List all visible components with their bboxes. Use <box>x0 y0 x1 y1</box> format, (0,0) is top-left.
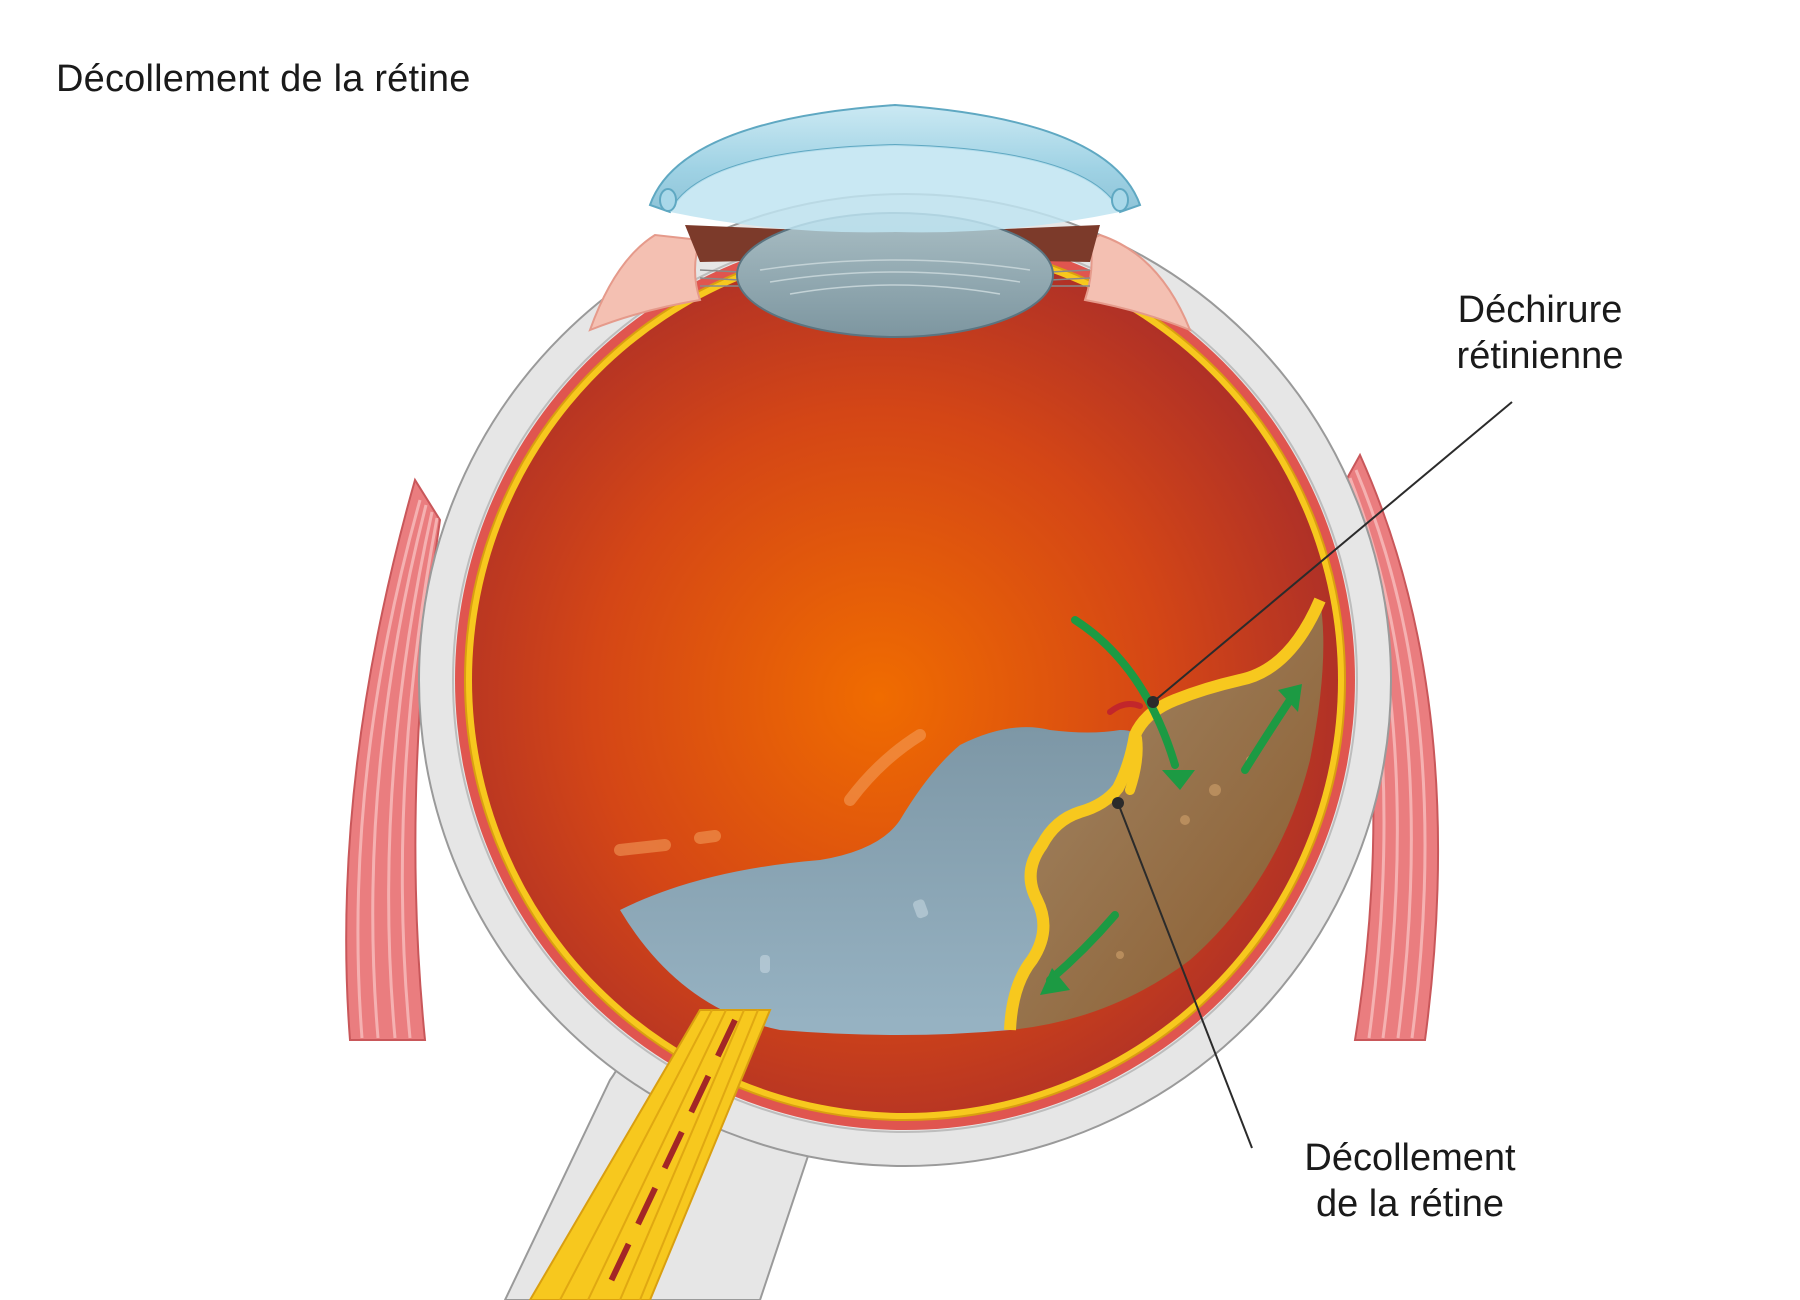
label-retinal-tear-line2: rétinienne <box>1457 335 1624 377</box>
optic-nerve-body <box>528 1009 772 1300</box>
fluid-flow-arrows <box>1046 616 1294 984</box>
leader-line-detachment <box>1117 802 1253 1149</box>
arrow-down-left <box>1046 911 1119 984</box>
retinal-tear-spot <box>1107 701 1143 715</box>
optic-nerve <box>528 1009 772 1300</box>
lens-lines <box>759 259 1031 295</box>
leader-dot-detachment <box>1112 797 1124 809</box>
arrow-head-into-tear <box>1162 770 1195 790</box>
leader-line-tear <box>1152 401 1513 703</box>
arrow-heads <box>1040 684 1302 995</box>
detached-retina-edge <box>1004 597 1326 1031</box>
label-retinal-detachment-line1: Décollement <box>1304 1137 1516 1179</box>
arrow-up-right <box>1241 696 1294 774</box>
ciliary-left <box>588 233 702 332</box>
optic-nerve-fibers <box>559 1009 759 1300</box>
label-retinal-tear: Déchirure rétinienne <box>1457 289 1624 377</box>
label-retinal-tear-line1: Déchirure <box>1458 289 1623 331</box>
cornea-right-canal <box>1111 188 1129 212</box>
retinal-tear-flap <box>1125 733 1143 795</box>
vitreous-highlights <box>614 729 926 856</box>
central-retinal-vessel <box>599 1018 738 1300</box>
arrow-head-up-right <box>1278 684 1302 712</box>
label-retinal-detachment: Décollement de la rétine <box>1304 1137 1516 1225</box>
vitreous-fluid-zone <box>620 727 1138 1035</box>
anterior-chamber <box>670 145 1120 233</box>
arrow-head-down-left <box>1040 968 1070 995</box>
arrow-into-tear <box>1071 616 1179 769</box>
diagram-title: Décollement de la rétine <box>56 58 471 100</box>
label-retinal-detachment-line2: de la rétine <box>1316 1183 1504 1225</box>
zonule-fibers <box>699 269 1091 287</box>
muscle-left-fibers <box>356 499 439 1039</box>
ciliary-right <box>1083 233 1192 332</box>
leader-dot-tear <box>1147 696 1159 708</box>
subretinal-fluid <box>1010 600 1324 1030</box>
leader-lines <box>1112 401 1513 1149</box>
cornea-left-canal <box>659 188 677 212</box>
eye-interior <box>472 247 1338 1113</box>
fluid-highlights <box>760 899 929 973</box>
